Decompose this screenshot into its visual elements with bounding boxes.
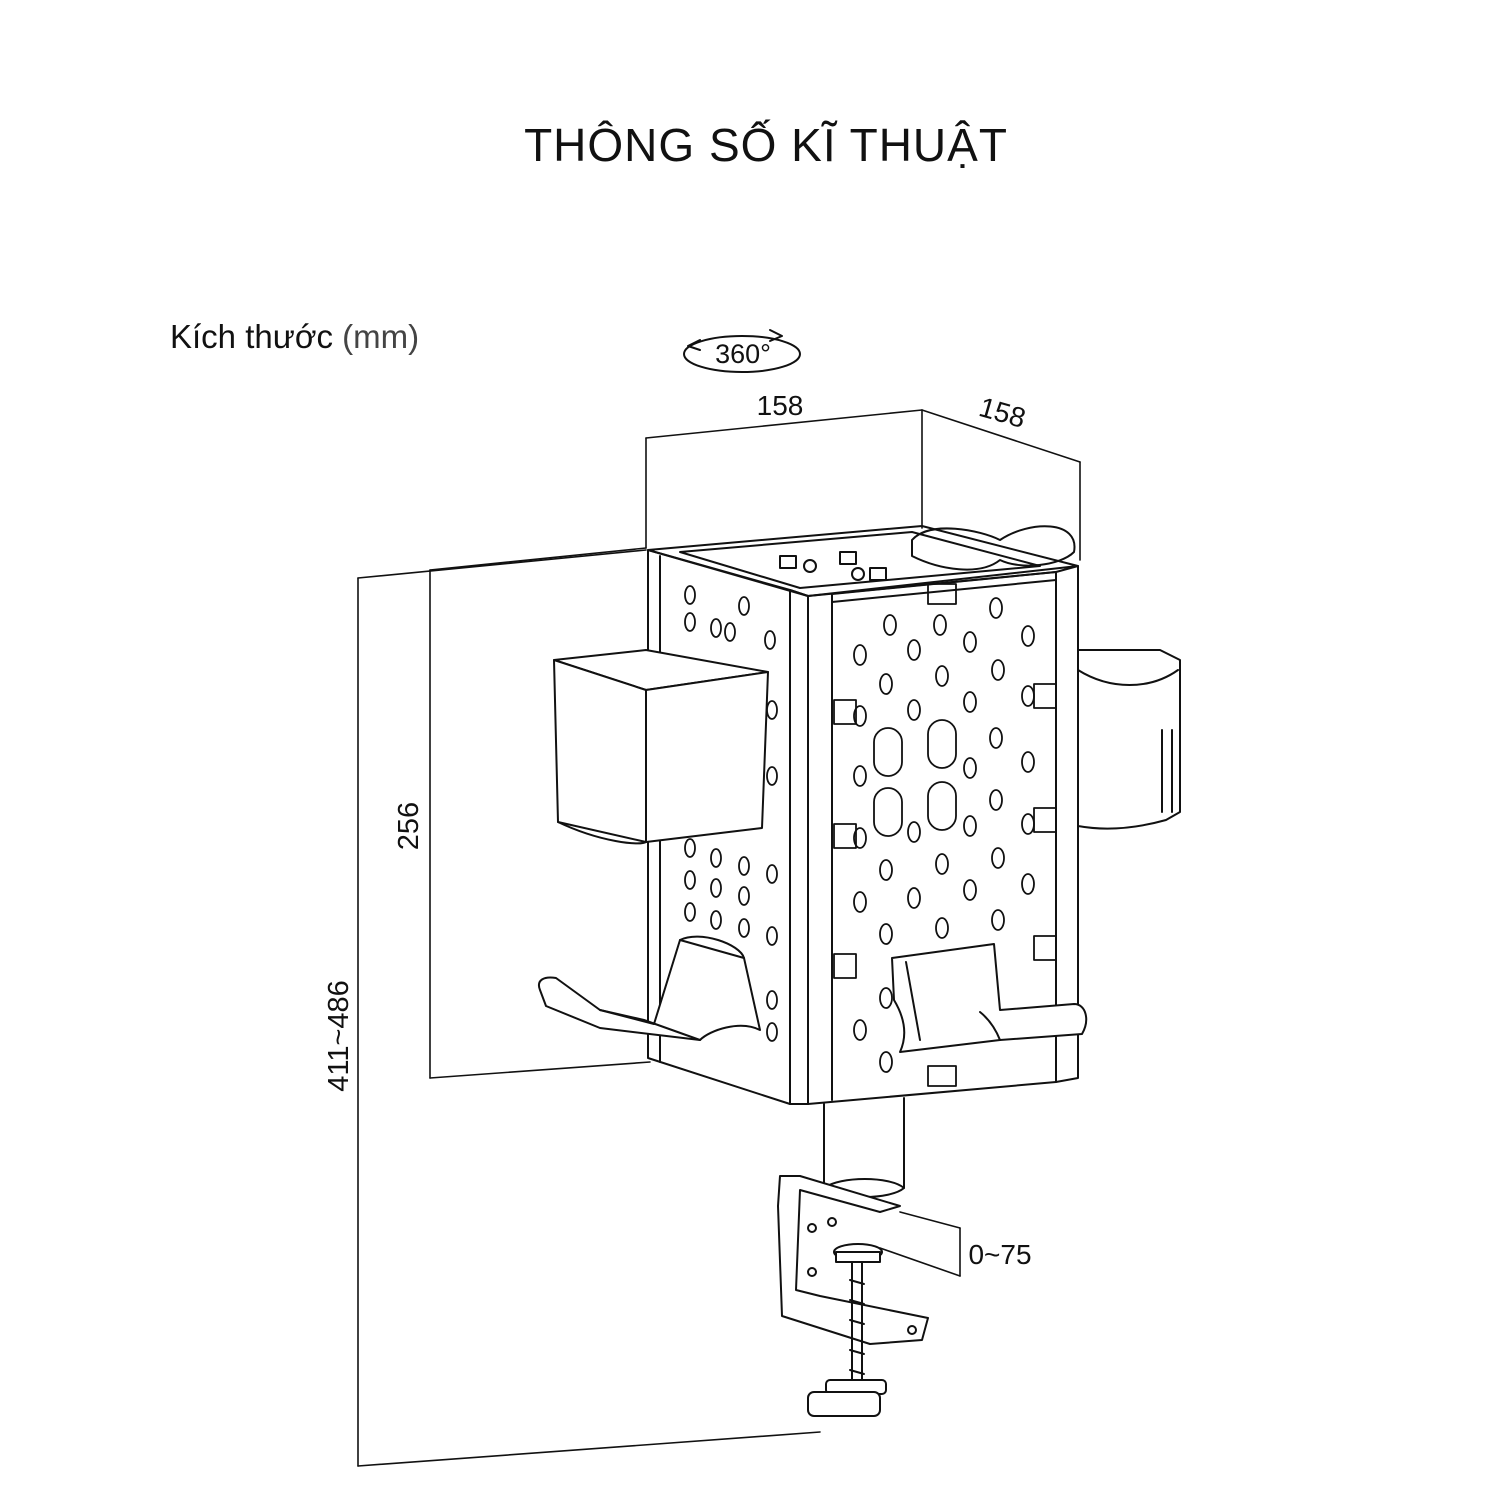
depth-dimension: 158	[976, 391, 1029, 434]
dimensions-label: Kích thước	[170, 318, 333, 355]
dimensions-unit: (mm)	[342, 318, 420, 355]
box-top-face	[647, 525, 1079, 597]
total-height-dimension: 411~486	[323, 980, 355, 1092]
dimension-lines	[357, 409, 1081, 1467]
rotation-label: 360°	[715, 339, 771, 369]
right-cable-holder	[1077, 649, 1181, 830]
right-hook	[891, 943, 1088, 1053]
box-right-rail	[1055, 565, 1079, 1083]
box-tabs	[833, 583, 1057, 1087]
clamp-range-dimension: 0~75	[968, 1239, 1031, 1270]
desk-clamp	[777, 1175, 929, 1417]
dimensions-heading: Kích thước (mm)	[170, 318, 419, 356]
left-face-holes	[684, 585, 778, 1042]
left-hook	[538, 935, 761, 1041]
right-face-holes	[853, 597, 1035, 1073]
mount-pole	[823, 1097, 905, 1198]
page-title: THÔNG SỐ KĨ THUẬT	[524, 119, 1008, 171]
box-height-dimension: 256	[393, 802, 425, 850]
left-storage-cup	[553, 649, 769, 845]
width-dimension: 158	[757, 390, 804, 421]
rotation-icon	[683, 329, 801, 373]
